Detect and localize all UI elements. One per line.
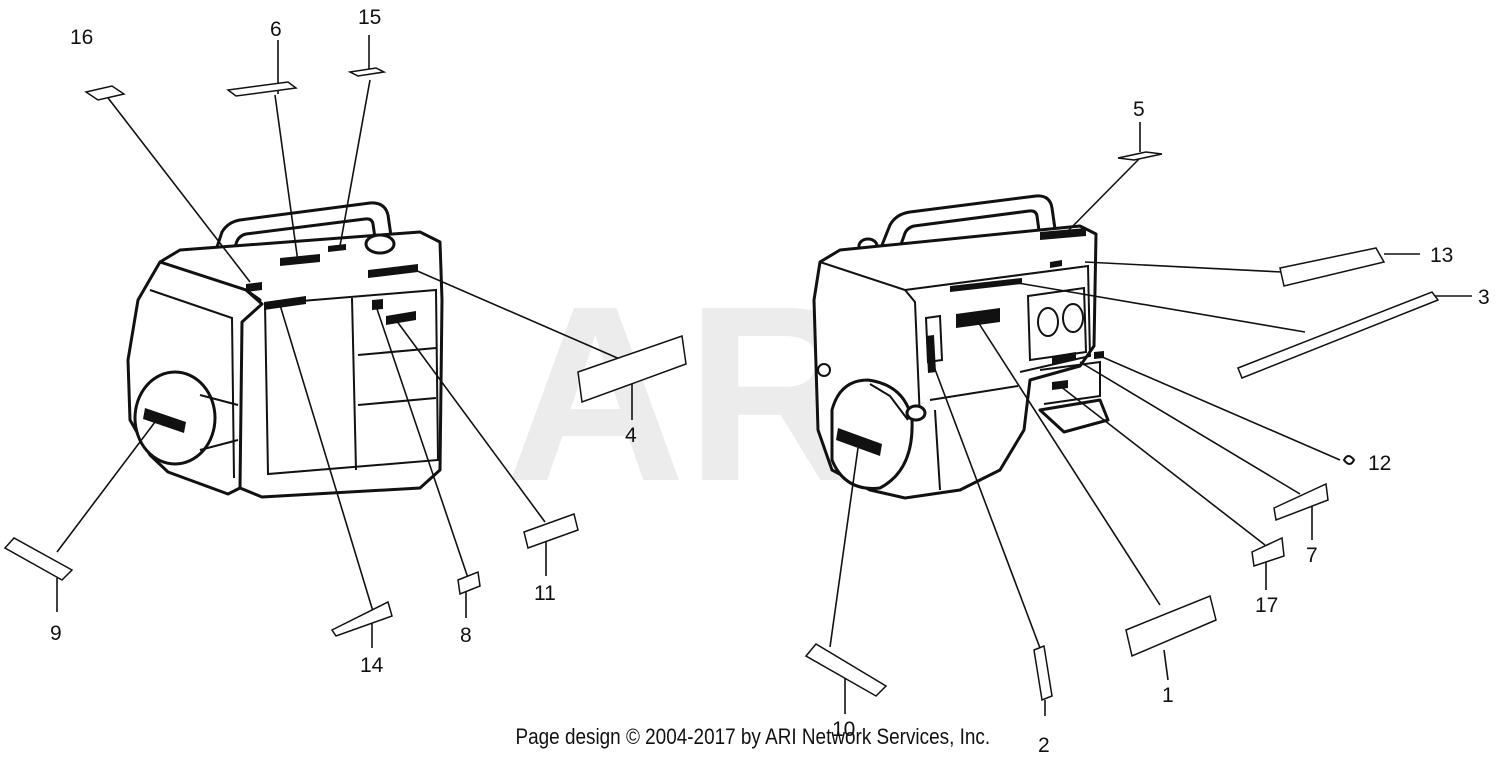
callout-16: 16	[70, 26, 93, 49]
callout-13: 13	[1430, 244, 1453, 267]
generator-right	[812, 194, 1110, 500]
callout-2: 2	[1038, 734, 1050, 757]
callout-15: 15	[358, 6, 381, 29]
decal-13	[1279, 247, 1386, 287]
callout-1: 1	[1162, 684, 1174, 707]
callout-3: 3	[1478, 286, 1490, 309]
decal-6	[226, 81, 298, 97]
callout-8: 8	[460, 624, 472, 647]
callout-4: 4	[625, 424, 637, 447]
decal-9	[3, 537, 74, 581]
decal-16	[84, 85, 126, 101]
callout-6: 6	[270, 18, 282, 41]
decal-11	[523, 513, 579, 549]
decal-14	[330, 600, 393, 637]
decal-2	[1033, 644, 1053, 702]
callout-10: 10	[832, 718, 855, 741]
decal-5	[1117, 151, 1163, 161]
callout-9: 9	[50, 622, 62, 645]
decal-3	[1237, 291, 1440, 379]
decal-15	[347, 67, 387, 77]
callout-7: 7	[1306, 544, 1318, 567]
callout-11: 11	[534, 582, 556, 605]
decal-4	[577, 334, 687, 404]
decal-1	[1125, 594, 1217, 658]
callout-5: 5	[1133, 98, 1145, 121]
callout-labels: 16 6 15 4 9 14 8 11 5 13 3 12 7 17 1 2 1…	[50, 6, 1490, 757]
copyright-footer: Page design © 2004-2017 by ARI Network S…	[515, 724, 991, 749]
callout-17: 17	[1255, 594, 1278, 617]
decals	[3, 67, 1440, 702]
decal-17	[1251, 536, 1285, 567]
decal-12	[1342, 455, 1356, 465]
leader-lines	[56, 35, 1472, 716]
callout-14: 14	[360, 654, 384, 677]
decal-7	[1273, 482, 1329, 522]
callout-12: 12	[1368, 452, 1391, 475]
generator-left	[126, 201, 444, 499]
decal-10	[804, 643, 888, 697]
decal-8	[457, 570, 481, 596]
